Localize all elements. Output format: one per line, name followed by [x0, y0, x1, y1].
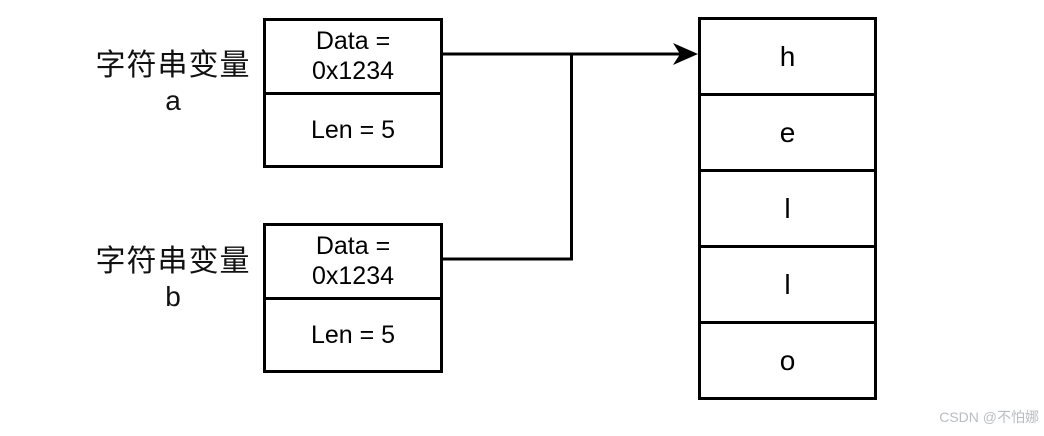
variable-a-name: a — [165, 85, 181, 116]
watermark: CSDN @不怕娜 — [939, 409, 1039, 425]
variable-a-data-label: Data = — [315, 27, 391, 56]
variable-a-data-value: 0x1234 — [311, 57, 395, 86]
pointer-line-b — [443, 54, 573, 261]
memory-cell: h — [701, 20, 874, 96]
variable-b-data-label: Data = — [315, 232, 391, 261]
variable-b-label-text: 字符串变量 — [95, 245, 251, 278]
variable-b-name: b — [165, 281, 181, 312]
variable-b-data-value: 0x1234 — [311, 262, 395, 291]
memory-cell: l — [701, 172, 874, 248]
memory-cell: e — [701, 96, 874, 172]
variable-b-label: 字符串变量 b — [78, 244, 268, 314]
variable-b-len-value: Len = 5 — [310, 320, 396, 349]
variable-a-struct-box: Data = 0x1234 Len = 5 — [263, 18, 443, 168]
variable-b-data-field: Data = 0x1234 — [266, 226, 440, 300]
memory-cell: o — [779, 344, 796, 376]
variable-a-len-value: Len = 5 — [310, 115, 396, 144]
variable-a-data-field: Data = 0x1234 — [266, 21, 440, 95]
memory-cell: l — [701, 248, 874, 324]
variable-b-len-field: Len = 5 — [266, 300, 440, 371]
memory-cell-stack: h e l l o — [698, 17, 877, 400]
arrowhead-icon — [673, 43, 698, 65]
variable-a-label-text: 字符串变量 — [95, 49, 251, 82]
variable-a-len-field: Len = 5 — [266, 95, 440, 166]
variable-a-label: 字符串变量 a — [78, 48, 268, 118]
variable-b-struct-box: Data = 0x1234 Len = 5 — [263, 223, 443, 373]
